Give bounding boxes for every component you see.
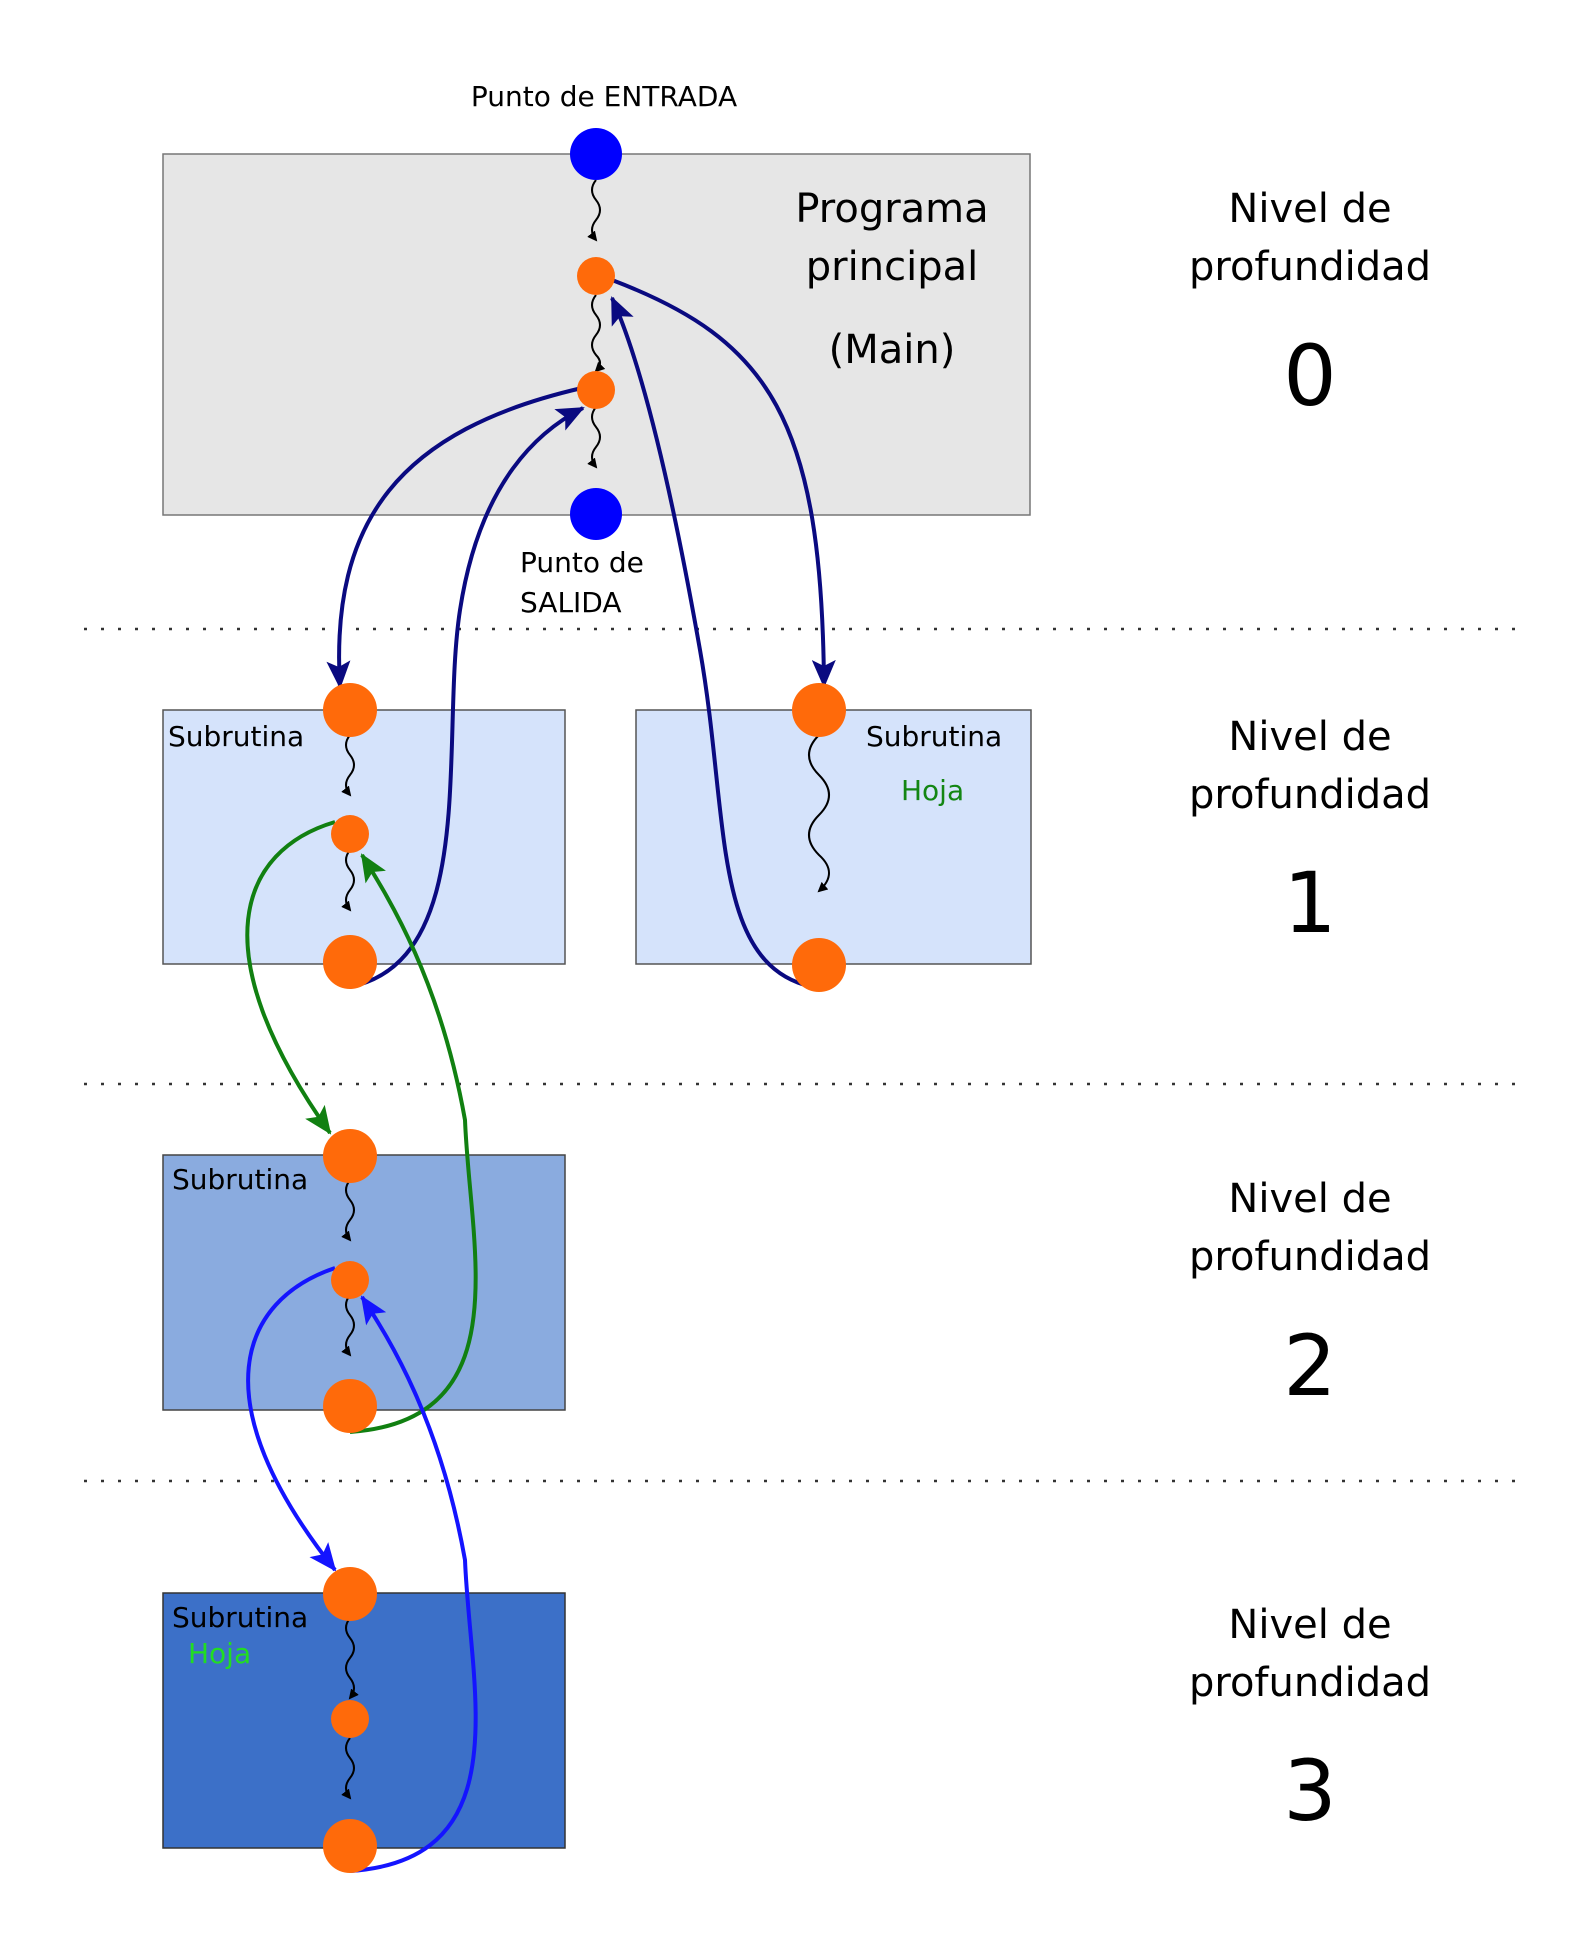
return-l2-to-l1 (349, 853, 478, 1434)
depth-level-2: Nivel de profundidad 2 (1189, 1176, 1431, 1415)
subroutine-label-l1-left: Subrutina (168, 720, 304, 753)
subroutine-label-l3: Subrutina (172, 1601, 308, 1634)
l2-entry-node (323, 1129, 377, 1183)
depth-level-1: Nivel de profundidad 1 (1189, 714, 1431, 952)
flow-main-1 (587, 179, 601, 242)
subroutine-label-l1-right: Subrutina (866, 720, 1002, 753)
depth-level-0: Nivel de profundidad 0 (1189, 186, 1431, 425)
flow-l2-1 (341, 1179, 355, 1242)
depth-level-number: 3 (1283, 1742, 1336, 1840)
execution-flow (341, 179, 830, 1800)
depth-level-label-line2: profundidad (1189, 1660, 1431, 1706)
call-main-to-l1-right (611, 278, 836, 688)
flow-l3-1 (345, 1617, 359, 1700)
depth-level-label-line2: profundidad (1189, 772, 1431, 818)
flow-l2-2 (341, 1294, 355, 1357)
depth-level-label-line2: profundidad (1189, 1234, 1431, 1280)
flow-main-3 (587, 406, 601, 469)
main-call-node-1 (577, 257, 615, 295)
leaf-label-l1-right: Hoja (901, 774, 964, 807)
flow-l1r (808, 734, 830, 893)
call-l1-to-l2 (245, 820, 336, 1135)
l1-right-entry-node (792, 683, 846, 737)
l1-left-exit-node (323, 935, 377, 989)
main-call-node-2 (577, 371, 615, 409)
entry-point-node (570, 128, 622, 180)
l3-exit-node (323, 1819, 377, 1873)
exit-point-node (570, 488, 622, 540)
leaf-label-l3: Hoja (188, 1637, 251, 1670)
return-l1-left-to-main (349, 406, 585, 989)
depth-level-number: 2 (1283, 1317, 1336, 1415)
depth-level-label-line1: Nivel de (1228, 1602, 1391, 1648)
call-return-arrows (245, 278, 836, 1873)
depth-level-label-line1: Nivel de (1228, 714, 1391, 760)
l3-inner-node (331, 1700, 369, 1738)
flow-l3-2 (341, 1737, 355, 1800)
call-main-to-l1-left (326, 386, 583, 689)
exit-point-label-line1: Punto de (520, 546, 644, 579)
exit-point-label-line2: SALIDA (520, 586, 622, 619)
return-l3-to-l2 (349, 1295, 478, 1873)
depth-level-3: Nivel de profundidad 3 (1189, 1602, 1431, 1840)
depth-level-label-line1: Nivel de (1228, 1176, 1391, 1222)
flow-l1l-2 (341, 849, 355, 912)
l1-left-call-node (331, 815, 369, 853)
entry-point-label: Punto de ENTRADA (471, 80, 737, 113)
main-title-line2: principal (806, 244, 978, 290)
flow-main-2 (591, 294, 606, 373)
call-l2-to-l3 (246, 1266, 337, 1572)
l2-exit-node (323, 1379, 377, 1433)
depth-level-number: 0 (1283, 327, 1336, 425)
l1-right-exit-node (792, 938, 846, 992)
l2-call-node (331, 1261, 369, 1299)
subroutine-label-l2: Subrutina (172, 1163, 308, 1196)
main-title-line3: (Main) (829, 327, 956, 373)
depth-level-number: 1 (1283, 854, 1336, 952)
main-title-line1: Programa (795, 186, 988, 232)
depth-level-label-line2: profundidad (1189, 244, 1431, 290)
depth-level-label-line1: Nivel de (1228, 186, 1391, 232)
return-l1-right-to-main (610, 296, 819, 990)
flow-l1l-1 (341, 734, 355, 797)
l1-left-entry-node (323, 683, 377, 737)
l3-entry-node (323, 1567, 377, 1621)
